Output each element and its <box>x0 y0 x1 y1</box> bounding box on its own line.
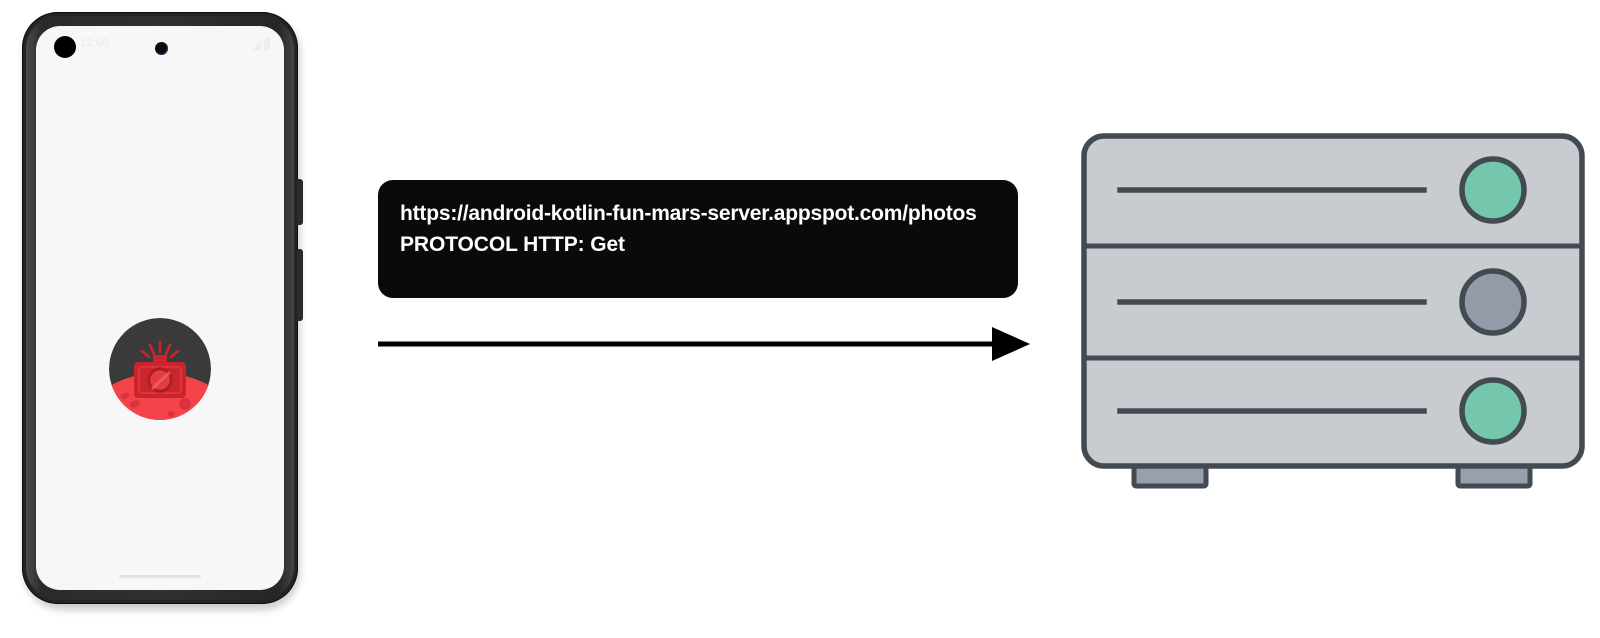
gesture-navigation-bar[interactable] <box>119 575 201 578</box>
server-unit-3 <box>1117 377 1527 445</box>
power-button[interactable] <box>297 179 303 225</box>
request-arrow <box>376 322 1032 366</box>
server-unit-2 <box>1117 268 1527 336</box>
mars-photos-app-icon[interactable] <box>109 318 211 420</box>
status-bar-time: 12:00 <box>80 37 110 49</box>
volume-button[interactable] <box>297 249 303 321</box>
request-protocol: PROTOCOL HTTP: Get <box>400 233 625 256</box>
status-bar: 12:00 <box>36 26 284 66</box>
server-unit-1 <box>1117 156 1527 224</box>
phone-screen[interactable]: 12:00 <box>36 26 284 590</box>
web-server <box>1076 128 1590 503</box>
status-dot-icon <box>54 36 76 58</box>
request-url: https://android-kotlin-fun-mars-server.a… <box>400 202 977 225</box>
camera-punch-hole-icon <box>155 42 168 55</box>
signal-icon <box>252 41 261 50</box>
battery-icon <box>264 37 270 50</box>
request-tooltip: https://android-kotlin-fun-mars-server.a… <box>378 180 1018 298</box>
android-phone: 12:00 <box>22 12 303 612</box>
status-bar-icons <box>252 37 270 50</box>
